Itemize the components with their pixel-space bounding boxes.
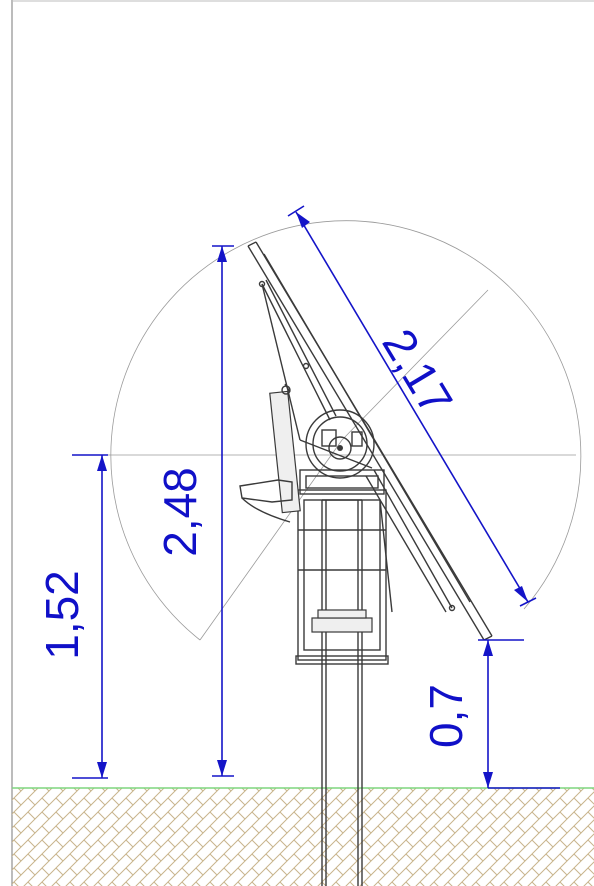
support-frame bbox=[296, 470, 388, 664]
dimension-label-ground-clearance: 0,7 bbox=[420, 684, 472, 748]
dimension-ground-clearance: 0,7 bbox=[420, 640, 560, 788]
dimension-total-height: 2,48 bbox=[154, 246, 234, 776]
soil-hatch bbox=[12, 788, 594, 886]
dimension-label-panel-length: 2,17 bbox=[372, 320, 463, 424]
rotation-arc bbox=[111, 221, 581, 640]
dimension-panel-length: 2,17 bbox=[288, 206, 536, 606]
dimension-pivot-height: 1,52 bbox=[36, 455, 108, 778]
dimension-label-pivot-height: 1,52 bbox=[36, 570, 88, 660]
dimension-label-total-height: 2,48 bbox=[154, 467, 206, 557]
rotation-hub bbox=[306, 410, 374, 478]
